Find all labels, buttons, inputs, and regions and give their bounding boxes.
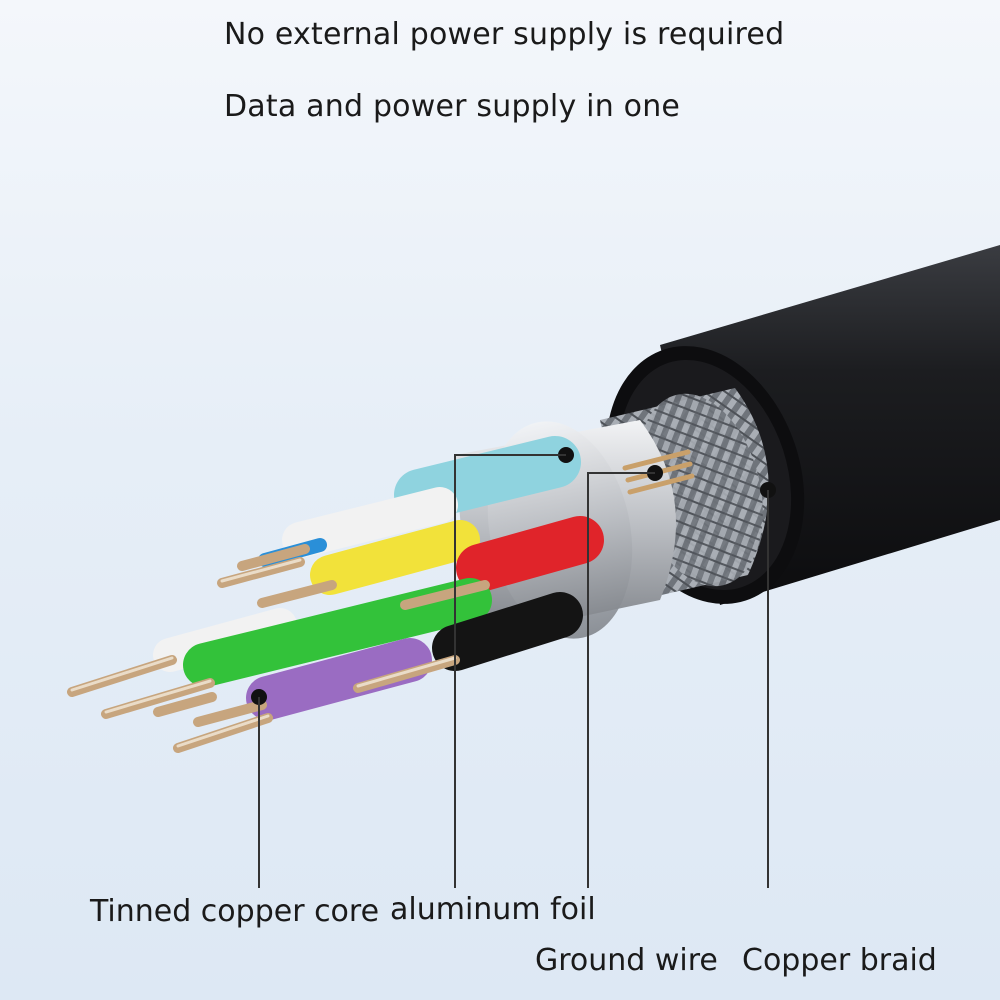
- callout-tinned-copper-core: [251, 689, 267, 888]
- copper-conductor-highlights: [70, 558, 457, 748]
- label-copper-braid: Copper braid: [742, 943, 937, 978]
- label-tinned-copper-core: Tinned copper core: [90, 894, 380, 929]
- callout-ground-wire: [587, 465, 663, 888]
- callout-aluminum-foil: [454, 447, 574, 888]
- label-ground-wire: Ground wire: [535, 943, 718, 978]
- callout-copper-braid: [760, 482, 776, 888]
- label-aluminum-foil: aluminum foil: [390, 892, 596, 927]
- headline-data-and-power: Data and power supply in one: [224, 89, 681, 124]
- headline-no-external-power: No external power supply is required: [224, 17, 785, 52]
- copper-conductors: [67, 544, 490, 753]
